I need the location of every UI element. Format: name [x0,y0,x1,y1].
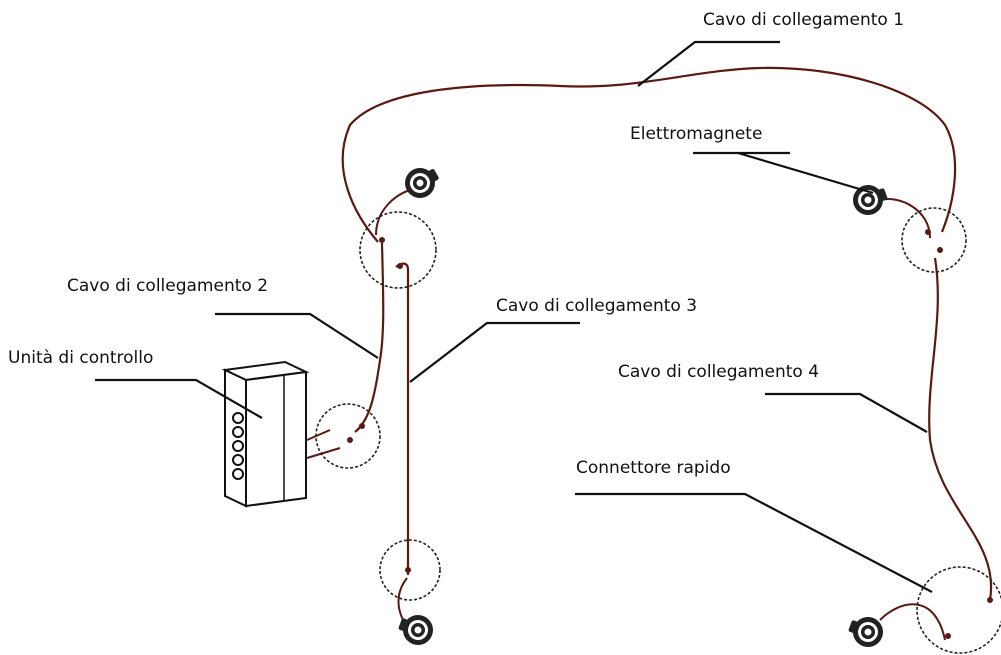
label-cable-3: Cavo di collegamento 3 [496,296,698,316]
electromagnet-icon-top-left [398,159,445,205]
control-unit-buttons [232,412,244,480]
cable-2 [354,242,385,433]
label-cable-1: Cavo di collegamento 1 [703,10,905,30]
em-lead-bottom-right [879,603,946,641]
connector-circle-top-left [359,211,437,289]
connector-circle-control [315,403,381,469]
control-unit-icon [221,360,310,508]
leader-cable3 [409,321,580,383]
cable-1 [341,66,957,243]
cable-3 [395,262,410,575]
control-unit-leads [306,429,341,459]
leader-control-unit [95,378,263,419]
label-cable-4: Cavo di collegamento 4 [618,362,820,382]
em-lead-right [879,198,931,239]
connector-circle-quick [916,566,1001,654]
connector-circle-right [901,207,967,273]
electromagnet-icon-bottom-right [844,610,889,653]
label-cable-2: Cavo di collegamento 2 [67,276,269,296]
connector-circle-bottom-left [379,539,441,601]
cable-4 [928,257,993,601]
leader-cable1 [637,40,780,87]
em-lead-top-left [375,189,411,236]
electromagnet-icon-right [847,178,892,221]
label-electromagnet: Elettromagnete [630,124,763,144]
label-control-unit: Unità di controllo [8,348,154,368]
label-quick-connector: Connettore rapido [576,458,731,478]
leader-electromagnet [693,151,874,195]
leader-quick-connector [575,492,933,593]
leader-cable4 [765,392,928,433]
leader-cable2 [215,312,379,359]
